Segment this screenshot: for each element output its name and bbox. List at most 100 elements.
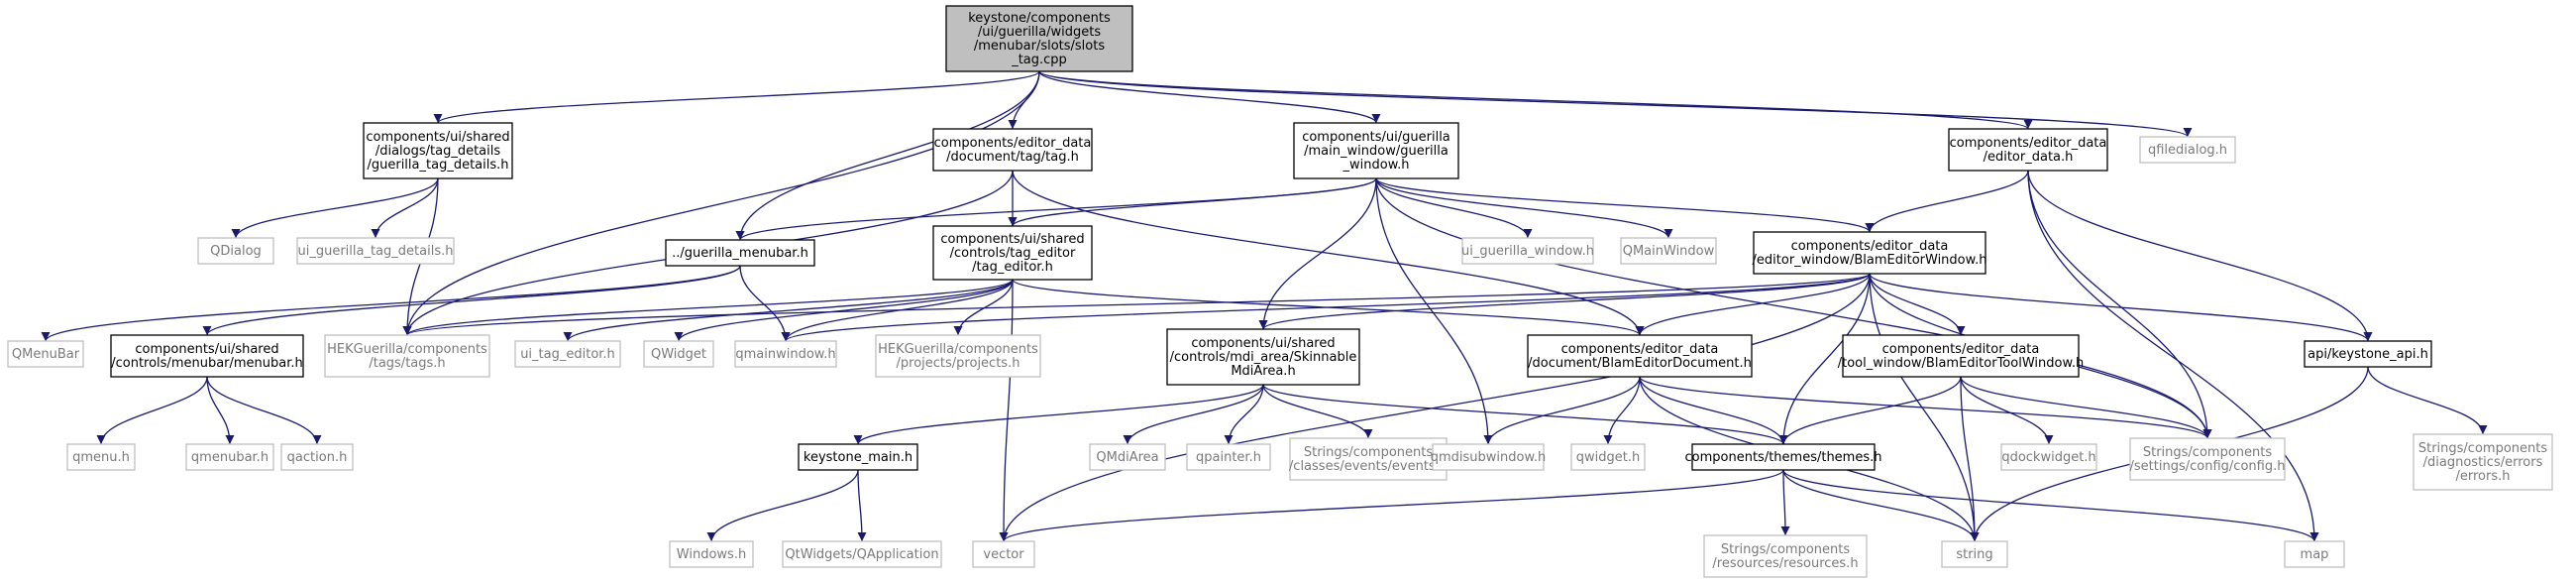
node-qwidget-h: qwidget.h [1570,443,1646,471]
edge-tag-editor-to-qwidget-cls [674,279,1014,342]
node-label-line: HEKGuerilla/components [878,342,1038,357]
node-box [2000,443,2097,471]
node-label-line: ui_guerilla_window.h [1461,244,1594,259]
node-box [1842,334,2080,378]
node-box [2304,340,2432,368]
edge-themes-h-to-resources-h [1780,469,1790,536]
node-label-line: /tag_editor.h [972,260,1053,275]
node-guerilla-window[interactable]: components/ui/guerilla/main_window/gueri… [1293,122,1459,179]
node-label-line: keystone_main.h [804,450,912,465]
node-label-line: components/editor_data [934,136,1092,151]
node-tag-editor[interactable]: components/ui/shared/controls/tag_editor… [932,225,1093,281]
node-label-line: _tag.cpp [1011,53,1067,67]
node-label-line: qmdisubwindow.h [1431,450,1547,465]
node-tool-window[interactable]: components/editor_data/tool_window/BlamE… [1838,334,2085,378]
dependency-edges [41,70,2488,542]
node-blam-editor-window[interactable]: components/editor_data/editor_window/Bla… [1753,231,1987,275]
node-box [324,334,490,378]
node-menubar-h[interactable]: components/ui/shared/controls/menubar/me… [110,334,304,378]
node-qmainwindow-h: qmainwindow.h [734,340,837,368]
node-label-line: components/editor_data [1882,342,2040,357]
node-guerilla-menubar[interactable]: ../guerilla_menubar.h [665,239,815,267]
node-label-line: Strings/components [2143,445,2272,460]
node-label-line: components/themes/themes.h [1685,450,1882,465]
node-box [66,443,136,471]
node-blam-editor-document[interactable]: components/editor_data/document/BlamEdit… [1527,334,1753,378]
node-keystone-main[interactable]: keystone_main.h [798,443,918,471]
node-skinnable[interactable]: components/ui/shared/controls/mdi_area/S… [1166,328,1360,386]
edge-tag-editor-to-vector [999,279,1014,542]
edge-blam-editor-window-to-blam-editor-document [1635,273,1871,336]
node-label-line: /ui/guerilla/widgets [978,25,1101,40]
edge-editor-data-to-keystone-api [2027,170,2373,342]
node-label-line: qwidget.h [1576,450,1640,465]
edge-guerilla-menubar-to-qmenubar-cls [41,265,741,342]
node-label-line: qfiledialog.h [2148,143,2227,158]
node-box [1166,328,1360,386]
node-label-line: /controls/tag_editor [950,246,1076,261]
edge-menubar-h-to-qaction-h [206,376,322,445]
node-label-line: Strings/components [1304,445,1433,460]
node-label-line: /document/BlamEditorDocument.h [1528,356,1752,371]
node-tag-h[interactable]: components/editor_data/document/tag/tag.… [932,128,1093,172]
edge-tool-window-to-config-h [1960,376,2212,439]
edge-guerilla-window-to-qmainwindow-cls [1375,177,1673,239]
node-qmenu-h: qmenu.h [66,443,136,471]
node-box [280,443,354,471]
node-label-line: /settings/config/config.h [2130,459,2286,474]
node-root[interactable]: keystone/components/ui/guerilla/widgets/… [945,5,1133,72]
node-box [1753,231,1986,275]
edge-themes-h-to-vector [999,469,1784,542]
edge-guerilla-window-to-skinnable [1258,177,1377,330]
node-label-line: map [2301,547,2329,562]
node-editor-data[interactable]: components/editor_data/editor_data.h [1948,128,2108,172]
edge-keystone-api-to-errors-h [2367,366,2488,435]
node-errors-h: Strings/components/diagnostics/errors/er… [2413,433,2553,491]
node-events-h: Strings/components/classes/events/events… [1289,437,1448,481]
node-qaction-h: qaction.h [280,443,354,471]
edge-blam-editor-window-to-keystone-api [1869,273,2373,342]
node-box [110,334,304,378]
node-label-line: HEKGuerilla/components [327,342,487,357]
node-label-line: _window.h [1342,158,1410,173]
node-label-line: api/keystone_api.h [2308,347,2428,362]
node-box [782,540,942,568]
edge-menubar-h-to-qmenu-h [96,376,208,445]
node-keystone-api[interactable]: api/keystone_api.h [2304,340,2432,368]
node-box [1691,443,1876,471]
edge-guerilla-menubar-to-qmainwindow-h [739,265,791,342]
node-label-line: /tags/tags.h [369,356,445,371]
node-box [1570,443,1646,471]
node-label-line: /controls/menubar/menubar.h [111,356,303,371]
node-ui-guerilla-window: ui_guerilla_window.h [1461,237,1594,265]
node-label-line: components/editor_data [1950,136,2107,151]
node-label-line: /errors.h [2456,469,2511,484]
node-box [643,340,714,368]
edge-keystone-main-to-qapplication [857,469,867,542]
node-box [932,128,1093,172]
node-label-line: components/editor_data [1791,239,1949,254]
edge-root-to-guerilla-window [1038,70,1381,124]
edge-skinnable-to-qpainter [1224,384,1264,445]
node-box [7,340,84,368]
node-box [669,540,754,568]
node-qmainwindow-cls: QMainWindow [1620,237,1717,265]
edge-blam-editor-window-to-vector [999,273,1871,542]
edge-blam-editor-document-to-qmdisubwindow [1483,376,1641,445]
node-themes-h[interactable]: components/themes/themes.h [1685,443,1882,471]
node-label-line: keystone/components [968,11,1111,26]
node-label-line: QtWidgets/QApplication [785,547,938,562]
edge-blam-editor-window-to-tool-window [1869,273,1966,336]
node-box [363,122,513,179]
node-qmenubar-cls: QMenuBar [7,340,84,368]
node-label-line: /classes/events/events.h [1289,459,1448,474]
edge-skinnable-to-qmdiarea [1123,384,1264,445]
edge-blam-editor-window-to-themes-h [1778,273,1871,445]
node-label-line: Windows.h [677,547,746,562]
node-guerilla-tag-details[interactable]: components/ui/shared/dialogs/tag_details… [363,122,513,179]
node-label-line: ../guerilla_menubar.h [672,246,808,261]
dependency-nodes: keystone/components/ui/guerilla/widgets /… [7,5,2553,578]
edge-root-to-guerilla-menubar [735,70,1040,241]
node-label-line: qmainwindow.h [735,347,835,362]
node-box [1703,534,1868,578]
